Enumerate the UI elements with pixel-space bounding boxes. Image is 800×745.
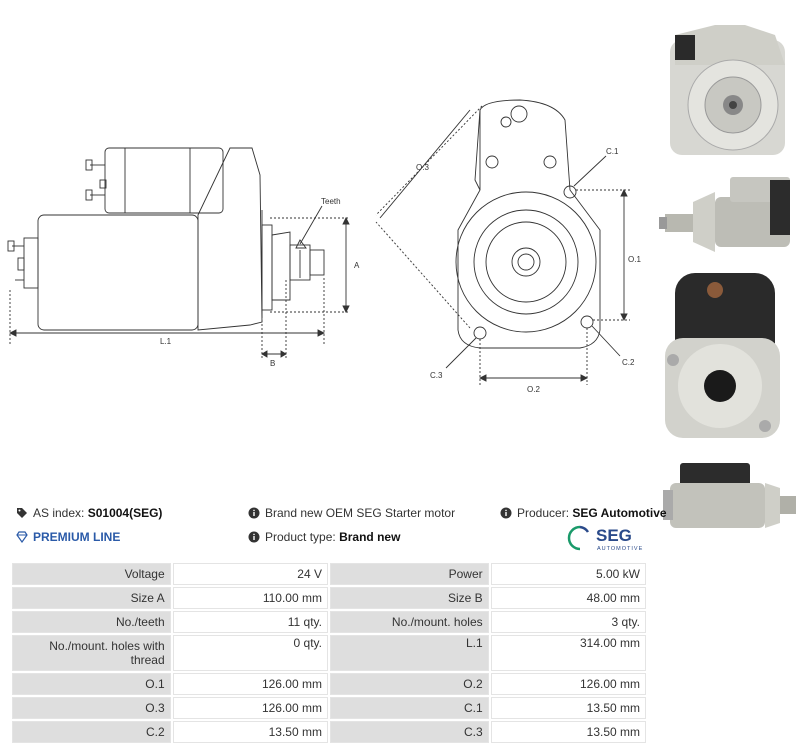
spec-value: 0 qty. bbox=[172, 635, 328, 671]
label-c2: C.2 bbox=[622, 358, 635, 367]
as-index-label: AS index: bbox=[33, 506, 85, 520]
photo-front-view[interactable] bbox=[655, 5, 800, 165]
producer-value: SEG Automotive bbox=[572, 506, 667, 520]
spec-label-line: No./mount. holes with bbox=[49, 639, 165, 653]
spec-label: Size A bbox=[12, 587, 171, 609]
label-o1: O.1 bbox=[628, 255, 641, 264]
product-info-header: AS index: S01004(SEG) PREMIUM LINE Brand… bbox=[0, 500, 667, 560]
as-index-value: S01004(SEG) bbox=[87, 506, 163, 520]
spec-value: 126.00 mm bbox=[490, 673, 646, 695]
producer-label: Producer: bbox=[517, 506, 570, 520]
info-icon bbox=[500, 507, 512, 519]
label-c3: C.3 bbox=[430, 371, 443, 380]
spec-label: Voltage bbox=[12, 563, 171, 585]
spec-value: 126.00 mm bbox=[172, 697, 328, 719]
spec-value: 48.00 mm bbox=[490, 587, 646, 609]
spec-label: L.1 bbox=[329, 635, 489, 671]
hole-c2 bbox=[580, 315, 594, 329]
spec-value: 13.50 mm bbox=[172, 721, 328, 743]
technical-drawings: Teeth A B L.1 O.3 C.1 O.1 C.2 C.3 O.2 bbox=[7, 99, 641, 394]
spec-label: O.1 bbox=[12, 673, 171, 695]
spec-value: 5.00 kW bbox=[490, 563, 646, 585]
label-a: A bbox=[354, 261, 360, 270]
label-b: B bbox=[270, 359, 275, 368]
photo-side-view[interactable] bbox=[655, 172, 800, 262]
premium-line-label: PREMIUM LINE bbox=[33, 530, 121, 544]
product-type-label: Product type: bbox=[265, 530, 336, 544]
spec-label: No./teeth bbox=[12, 611, 171, 633]
description: Brand new OEM SEG Starter motor bbox=[248, 506, 455, 520]
product-photos bbox=[655, 0, 800, 560]
spec-label: No./mount. holes bbox=[329, 611, 489, 633]
label-teeth: Teeth bbox=[321, 197, 341, 206]
photo-rear-view[interactable] bbox=[655, 268, 800, 448]
spec-value: 11 qty. bbox=[172, 611, 328, 633]
spec-value: 314.00 mm bbox=[490, 635, 646, 671]
spec-label: Power bbox=[329, 563, 489, 585]
diamond-icon bbox=[16, 531, 28, 543]
spec-value: 13.50 mm bbox=[490, 721, 646, 743]
info-icon bbox=[248, 531, 260, 543]
as-index: AS index: S01004(SEG) bbox=[16, 506, 162, 520]
info-icon bbox=[248, 507, 260, 519]
motor-body-side bbox=[37, 214, 199, 331]
solenoid-side bbox=[104, 147, 224, 214]
spec-label: O.3 bbox=[12, 697, 171, 719]
spec-value: 110.00 mm bbox=[172, 587, 328, 609]
spec-label: Size B bbox=[329, 587, 489, 609]
drive-housing-side bbox=[197, 147, 263, 331]
premium-line-badge: PREMIUM LINE bbox=[16, 530, 120, 544]
spec-label: C.1 bbox=[329, 697, 489, 719]
label-o2: O.2 bbox=[527, 385, 540, 394]
spec-label: C.3 bbox=[329, 721, 489, 743]
spec-label-line: thread bbox=[130, 653, 165, 667]
seg-automotive-logo: SEG AUTOMOTIVE bbox=[567, 525, 643, 552]
spec-value: 3 qty. bbox=[490, 611, 646, 633]
housing-circle bbox=[455, 191, 597, 333]
spec-value: 126.00 mm bbox=[172, 673, 328, 695]
logo-automotive-text: AUTOMOTIVE bbox=[597, 546, 643, 552]
flange-front bbox=[457, 99, 601, 349]
spec-label: C.2 bbox=[12, 721, 171, 743]
label-l1: L.1 bbox=[160, 337, 172, 346]
description-text: Brand new OEM SEG Starter motor bbox=[265, 506, 456, 520]
spec-value: 13.50 mm bbox=[490, 697, 646, 719]
photo-top-view[interactable] bbox=[655, 458, 800, 538]
label-o3: O.3 bbox=[416, 163, 429, 172]
product-type-value: Brand new bbox=[339, 530, 401, 544]
hole-c1 bbox=[563, 185, 577, 199]
spec-label: O.2 bbox=[329, 673, 489, 695]
label-c1: C.1 bbox=[606, 147, 619, 156]
logo-seg-text: SEG bbox=[596, 526, 632, 545]
producer: Producer: SEG Automotive bbox=[500, 506, 667, 520]
hole-c3 bbox=[473, 326, 487, 340]
tag-icon bbox=[17, 508, 27, 518]
spec-value: 24 V bbox=[172, 563, 328, 585]
product-type: Product type: Brand new bbox=[248, 530, 400, 544]
